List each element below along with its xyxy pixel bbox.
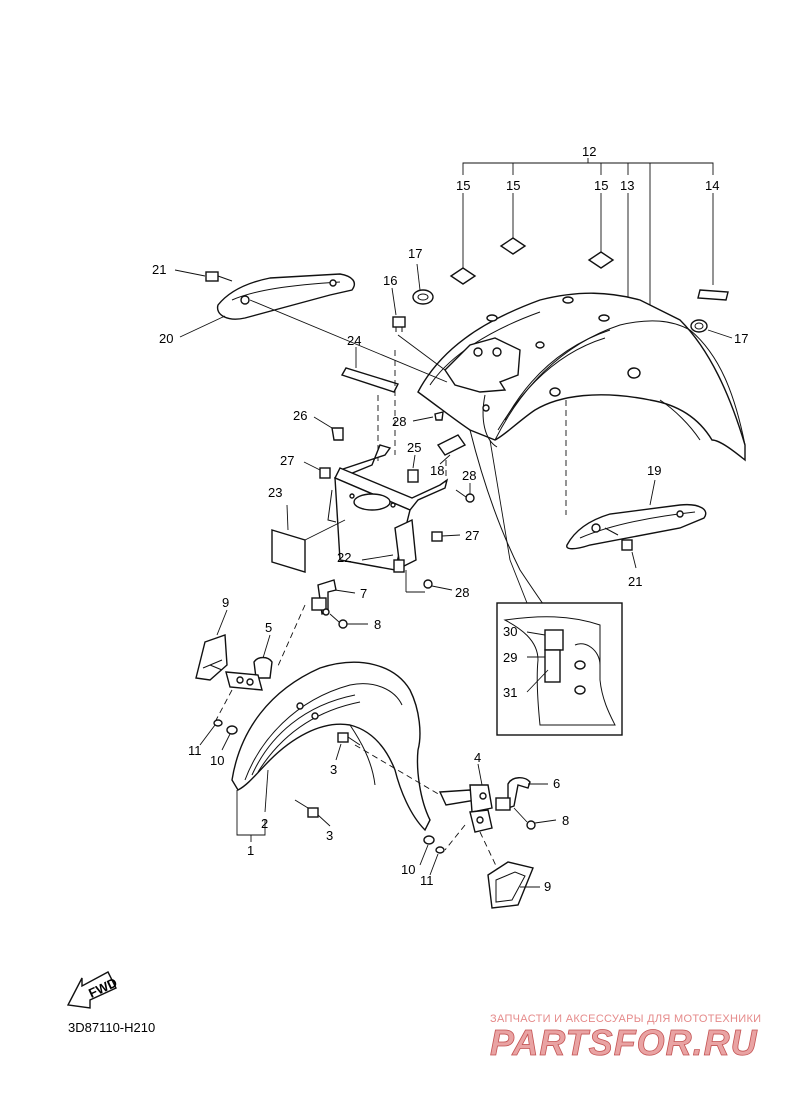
grab-rail-19: [566, 503, 707, 550]
label-17-right: 17: [734, 331, 748, 346]
label-28-top: 28: [392, 414, 406, 429]
label-24: 24: [347, 333, 361, 348]
bolt-3-lower: [294, 799, 319, 818]
inset-detail: [496, 602, 623, 736]
label-31: 31: [503, 685, 517, 700]
bolt-28-bottom: [423, 579, 433, 589]
label-10-left: 10: [210, 753, 224, 768]
label-10-right: 10: [401, 862, 415, 877]
label-6: 6: [553, 776, 560, 791]
bracket-18: [436, 434, 467, 456]
bolt-28-mid: [465, 493, 475, 503]
label-2: 2: [261, 816, 268, 831]
clip-16: [392, 316, 406, 332]
label-13: 13: [620, 178, 634, 193]
grommet-17-left: [412, 289, 434, 305]
label-8-left: 8: [374, 617, 381, 632]
label-8-right: 8: [562, 813, 569, 828]
nut-10-right: [423, 835, 435, 845]
label-4: 4: [474, 750, 481, 765]
label-17-left: 17: [408, 246, 422, 261]
mount-4: [438, 784, 493, 813]
label-21-bottom: 21: [628, 574, 642, 589]
mount-5: [253, 656, 273, 679]
bolt-21-bottom: [604, 527, 633, 551]
washer-11-right: [435, 846, 445, 854]
reflector-23: [271, 529, 306, 573]
diagram-code: 3D87110-H210: [68, 1020, 155, 1035]
emblem-15-b: [499, 237, 527, 255]
label-30: 30: [503, 624, 517, 639]
label-3-lower: 3: [326, 828, 333, 843]
label-28-bottom: 28: [455, 585, 469, 600]
label-22: 22: [337, 550, 351, 565]
label-27-left: 27: [280, 453, 294, 468]
label-15-c: 15: [594, 178, 608, 193]
bolt-21-top: [205, 271, 233, 282]
rear-fender: [417, 292, 746, 651]
nut-27-right: [431, 531, 443, 542]
label-9-right: 9: [544, 879, 551, 894]
strip-14: [697, 289, 729, 301]
label-12: 12: [582, 144, 596, 159]
label-1: 1: [247, 843, 254, 858]
label-15-b: 15: [506, 178, 520, 193]
label-28-mid: 28: [462, 468, 476, 483]
nut-26: [331, 427, 344, 441]
reflector-stay-right: [469, 809, 493, 833]
emblem-15-c: [587, 251, 615, 269]
label-14: 14: [705, 178, 719, 193]
nut-27-left: [319, 467, 331, 479]
reflector-9-left: [195, 634, 228, 681]
label-16: 16: [383, 273, 397, 288]
nut-25: [407, 469, 419, 483]
fwd-arrow-icon: FWD: [66, 971, 119, 1009]
plate-24: [340, 367, 399, 393]
watermark-tagline: ЗАПЧАСТИ И АКСЕССУАРЫ ДЛЯ МОТОТЕХНИКИ: [490, 1013, 761, 1025]
group-bracket-12: [462, 158, 714, 320]
reflector-stay-left: [225, 671, 263, 691]
grommet-17-right: [690, 319, 708, 333]
label-19: 19: [647, 463, 661, 478]
label-23: 23: [268, 485, 282, 500]
nut-10-left: [226, 725, 238, 735]
bracket-6: [495, 777, 531, 811]
license-bracket-22: [327, 444, 449, 573]
label-9-left: 9: [222, 595, 229, 610]
bracket-7: [311, 579, 337, 616]
label-29: 29: [503, 650, 517, 665]
grab-rail-20: [216, 273, 356, 320]
label-5: 5: [265, 620, 272, 635]
label-26: 26: [293, 408, 307, 423]
washer-11-left: [213, 719, 223, 727]
label-3-upper: 3: [330, 762, 337, 777]
label-20: 20: [159, 331, 173, 346]
bolt-8-right: [526, 820, 536, 830]
bolt-3-upper: [337, 732, 361, 746]
label-18: 18: [430, 463, 444, 478]
label-25: 25: [407, 440, 421, 455]
nut-28-top: [434, 411, 444, 421]
fwd-label: FWD: [86, 975, 119, 1001]
label-11-left: 11: [188, 743, 202, 758]
label-7: 7: [360, 586, 367, 601]
reflector-9-right: [487, 861, 534, 909]
label-15-a: 15: [456, 178, 470, 193]
emblem-15-a: [449, 267, 477, 285]
label-27-right: 27: [465, 528, 479, 543]
label-11-right: 11: [420, 873, 434, 888]
watermark-brand: PARTSFOR.RU: [490, 1022, 758, 1063]
label-21-top: 21: [152, 262, 166, 277]
bolt-8-left: [338, 619, 348, 629]
